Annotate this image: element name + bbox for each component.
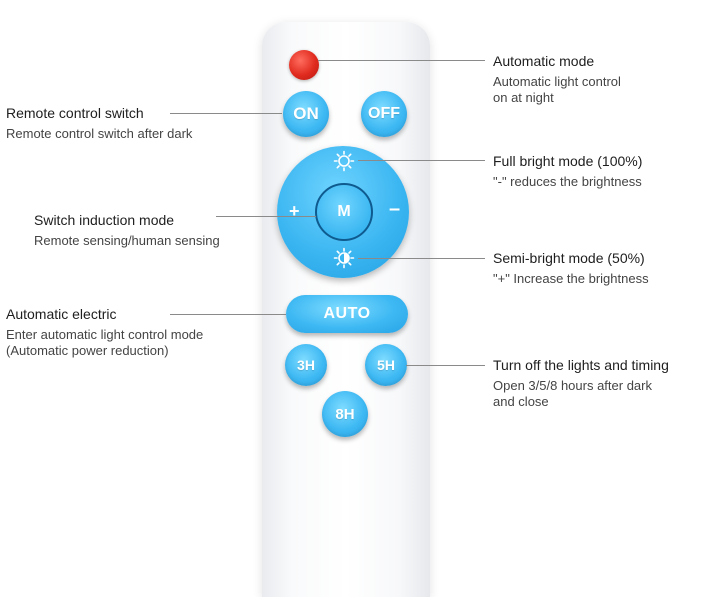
indicator-led (289, 50, 319, 80)
callout-description: and close (493, 394, 549, 409)
callout-description: "+" Increase the brightness (493, 271, 649, 286)
callout-description: (Automatic power reduction) (6, 343, 169, 358)
callout-remote-switch: Remote control switch Remote control swi… (6, 105, 192, 142)
timer-3h-button[interactable]: 3H (285, 344, 327, 386)
leader-line-full-bright (358, 160, 485, 161)
callout-timing: Turn off the lights and timing Open 3/5/… (493, 357, 669, 410)
leader-line-semi-bright (358, 258, 485, 259)
off-button[interactable]: OFF (361, 91, 407, 137)
callout-title: Full bright mode (100%) (493, 153, 643, 169)
sun-half-icon[interactable] (333, 247, 355, 269)
timer-8h-button[interactable]: 8H (322, 391, 368, 437)
sun-full-icon[interactable] (333, 150, 355, 172)
on-button[interactable]: ON (283, 91, 329, 137)
callout-title: Automatic electric (6, 306, 117, 322)
callout-description: Enter automatic light control mode (6, 327, 204, 342)
callout-title: Turn off the lights and timing (493, 357, 669, 373)
leader-line-timing (406, 365, 485, 366)
callout-induction: Switch induction mode Remote sensing/hum… (34, 212, 220, 249)
callout-description: Remote sensing/human sensing (34, 233, 220, 248)
callout-auto-electric: Automatic electric Enter automatic light… (6, 306, 203, 359)
leader-line-auto-electric (170, 314, 286, 315)
callout-description: "-" reduces the brightness (493, 174, 642, 189)
leader-line-automatic-mode (318, 60, 485, 61)
callout-title: Semi-bright mode (50%) (493, 250, 645, 266)
timer-5h-button[interactable]: 5H (365, 344, 407, 386)
callout-description: Automatic light control (493, 74, 621, 89)
callout-automatic-mode: Automatic mode Automatic light control o… (493, 53, 621, 106)
leader-line-remote-switch (170, 113, 282, 114)
mode-button[interactable]: M (315, 183, 373, 241)
brightness-minus-button[interactable]: – (389, 198, 401, 220)
callout-title: Remote control switch (6, 105, 144, 121)
callout-description: on at night (493, 90, 554, 105)
callout-title: Automatic mode (493, 53, 595, 69)
leader-line-induction (216, 216, 316, 217)
callout-full-bright: Full bright mode (100%) "-" reduces the … (493, 153, 642, 190)
callout-semi-bright: Semi-bright mode (50%) "+" Increase the … (493, 250, 649, 287)
brightness-plus-button[interactable]: + (289, 201, 300, 221)
callout-description: Remote control switch after dark (6, 126, 193, 141)
auto-button[interactable]: AUTO (286, 295, 408, 333)
callout-title: Switch induction mode (34, 212, 175, 228)
callout-description: Open 3/5/8 hours after dark (493, 378, 652, 393)
